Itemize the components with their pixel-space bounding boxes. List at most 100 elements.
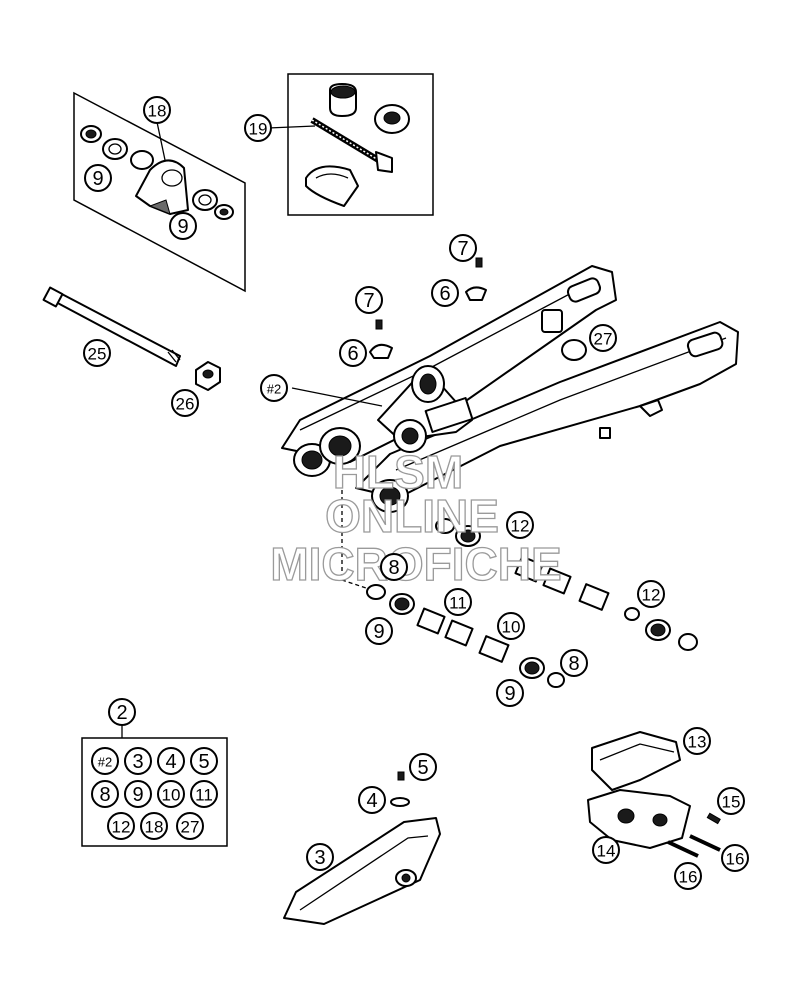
callout-circle [171,389,199,417]
callout-c27: 27 [589,324,617,352]
watermark: HLSM ONLINE MICROFICHE [270,445,563,590]
callout-circle [592,836,620,864]
callout-circle [107,812,135,840]
callout-text: 9 [132,784,143,806]
callout-circle [683,727,711,755]
callout-text: 4 [366,790,377,812]
callout-circle [674,862,702,890]
watermark-line-3: MICROFICHE [270,538,561,590]
callout-circle [365,617,393,645]
watermark-line-1: HLSM [333,446,463,498]
callout-circle [409,753,437,781]
callout-c26: 26 [171,389,199,417]
callout-circle [506,511,534,539]
callout-circle [444,588,472,616]
callout-text: 11 [449,594,467,613]
callout-circle [496,679,524,707]
callout-text: 15 [722,793,741,812]
callout-c16b: 16 [674,862,702,890]
callout-text: 14 [597,842,616,861]
callout-circle [339,339,367,367]
callout-c25: 25 [83,339,111,367]
callout-text: 13 [688,733,707,752]
callout-text: 9 [373,621,384,643]
callout-c16a: 16 [721,844,749,872]
callout-text: #2 [98,755,112,770]
callout-c2: 2 [108,698,136,726]
callout-text: 16 [679,868,698,887]
callout-circle [637,580,665,608]
callout-circle [124,747,152,775]
callout-circle [140,812,168,840]
callout-text: 7 [363,290,374,312]
callout-text: 8 [388,557,399,579]
callout-circle [380,553,408,581]
hardware-upper [369,257,587,361]
callout-circle [306,843,334,871]
callout-c8a: 8 [380,553,408,581]
callout-text: 27 [594,330,613,349]
kit-item-7: 11 [190,780,218,808]
callout-c7a: 7 [449,234,477,262]
kit-item-6: 10 [157,780,185,808]
callout-circle [91,780,119,808]
callout-text: 25 [88,345,107,364]
callout-text: 18 [145,818,164,837]
callout-text: 3 [314,847,325,869]
callout-c19: 19 [244,114,272,142]
callout-text: 8 [99,784,110,806]
callout-c12a: 12 [506,511,534,539]
callout-c7b: 7 [355,286,383,314]
callout-circle [143,96,171,124]
callout-text: 12 [642,586,661,605]
callout-c9c: 9 [365,617,393,645]
callout-text: #2 [267,382,281,397]
callout-text: 27 [181,818,200,837]
kit-item-1: 3 [124,747,152,775]
kit-item-8: 12 [107,812,135,840]
kit-item-2: 4 [157,747,185,775]
callout-c10: 10 [497,612,525,640]
swingarm [281,265,739,591]
callout-c3: 3 [306,843,334,871]
callout-circle [497,612,525,640]
callout-text: 5 [417,757,428,779]
callout-text: 26 [176,395,195,414]
callout-circle [190,747,218,775]
callout-circle [169,212,197,240]
callout-circle [260,374,288,402]
callout-text: 16 [726,850,745,869]
callout-c9b: 9 [169,212,197,240]
callout-text: 12 [112,818,131,837]
callout-text: 10 [162,786,181,805]
chain-slider [283,771,441,925]
kit-item-10: 27 [176,812,204,840]
callout-circle [358,786,386,814]
callout-c6a: 6 [431,279,459,307]
callout-c12b: 12 [637,580,665,608]
callout-circle [176,812,204,840]
kit-item-0: #2 [91,747,119,775]
pivot-bearings [366,518,698,688]
callout-text: 9 [177,216,188,238]
kit-19-panel [267,73,434,216]
kit-item-9: 18 [140,812,168,840]
callout-circle [124,780,152,808]
callout-text: 4 [165,751,176,773]
callout-text: 7 [457,238,468,260]
callout-text: 5 [198,751,209,773]
callout-circle [157,780,185,808]
callout-circle [717,787,745,815]
watermark-line-2: ONLINE [325,490,499,542]
callout-circle [84,164,112,192]
callout-c14: 14 [592,836,620,864]
callout-text: 11 [195,786,213,805]
callout-circle [157,747,185,775]
callout-circle [560,649,588,677]
kit-18-panel [73,91,246,293]
callout-text: 9 [504,683,515,705]
callout-circle [449,234,477,262]
